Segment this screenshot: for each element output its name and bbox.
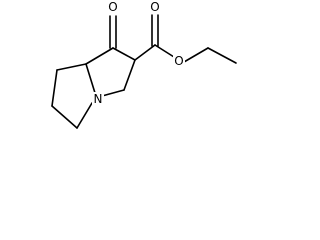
bond-c2-cester [134, 44, 156, 61]
carbonyl-oxygen-label: O [150, 0, 159, 14]
ketone-oxygen-label: O [108, 0, 117, 14]
bond-c8a-n [85, 63, 96, 94]
bond-c1-c2 [112, 47, 136, 61]
bond-ch2-ch3 [207, 47, 237, 64]
bond-c6-n [76, 102, 93, 129]
ester-oxygen-mask [173, 54, 185, 68]
bond-c8-c7 [51, 69, 58, 107]
bond-c3-n [101, 89, 125, 97]
ester-oxygen-label: O [174, 54, 183, 68]
bond-c2-c3 [123, 59, 136, 91]
bond-c7-c6 [51, 105, 78, 129]
bonds [51, 14, 237, 129]
ring-nitrogen-label: N [94, 92, 103, 106]
bond-cester-o [154, 44, 175, 58]
carbonyl-oxygen-mask [149, 0, 161, 14]
ring-nitrogen-mask [92, 92, 104, 106]
bond-o-ch2 [183, 47, 209, 63]
bond-c8a-c8 [56, 63, 87, 71]
bond-c1-c8a [85, 47, 114, 65]
atom-labels: O O O N [92, 0, 185, 106]
ketone-oxygen-mask [107, 0, 119, 14]
chemical-structure: O O O N [51, 0, 237, 129]
